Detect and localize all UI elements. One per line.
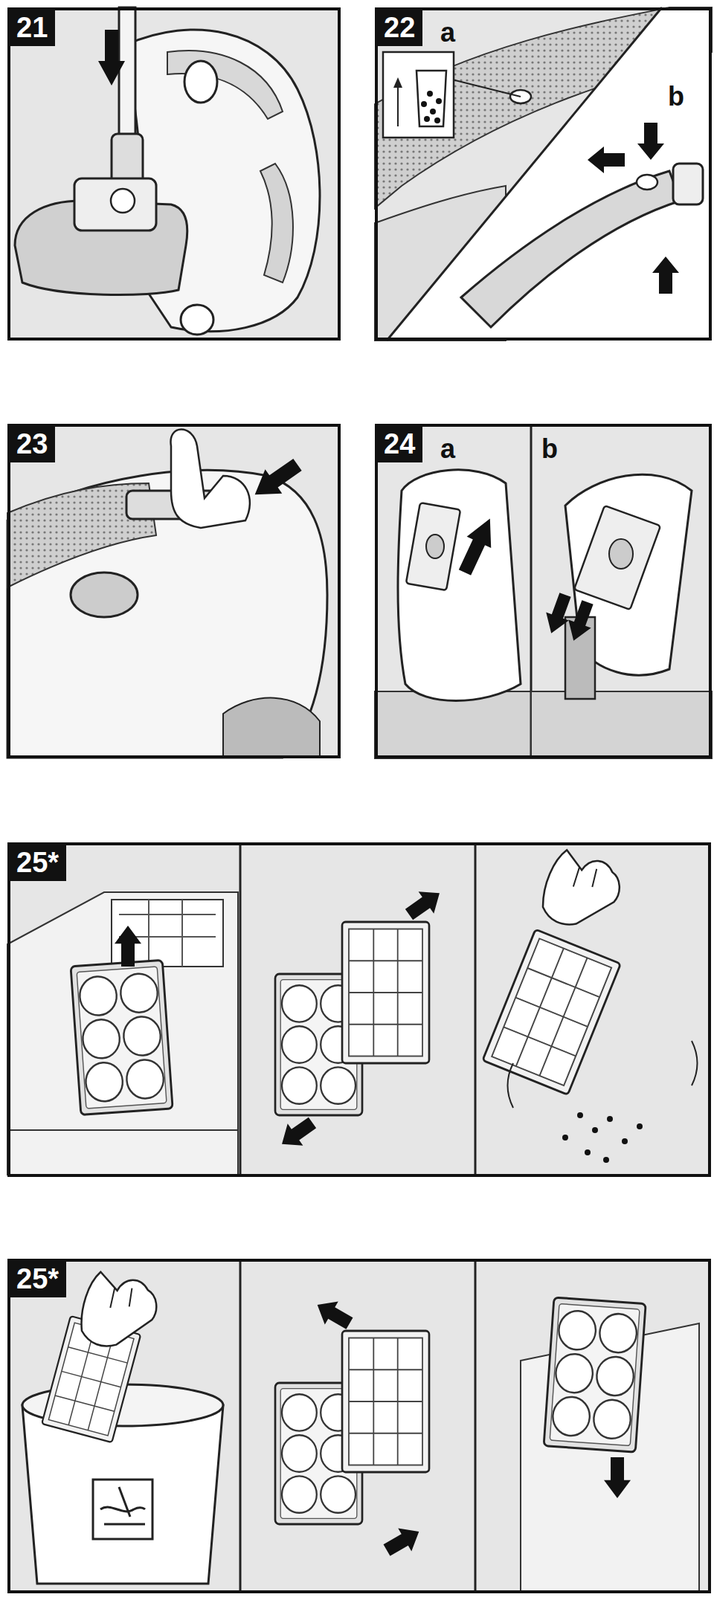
step-number: 23	[10, 426, 56, 463]
step-panel: 25*	[7, 842, 712, 1178]
step-number: 25*	[10, 1262, 67, 1298]
step-panel: 21	[7, 7, 341, 341]
step-number: 21	[10, 10, 56, 47]
step-number: 22	[377, 10, 423, 47]
step-number: 25*	[10, 845, 67, 882]
step-panel: 22 a b	[374, 7, 712, 341]
step-number: 24	[377, 426, 423, 463]
sub-step-letter: a	[440, 434, 456, 465]
step-panel: 24 a b	[374, 423, 712, 759]
step-panel: 23	[7, 423, 341, 759]
sub-step-letter: a	[440, 17, 456, 48]
sub-step-letter: b	[667, 81, 685, 112]
step-panel: 25*	[7, 1259, 712, 1594]
sub-step-letter: b	[541, 434, 558, 465]
